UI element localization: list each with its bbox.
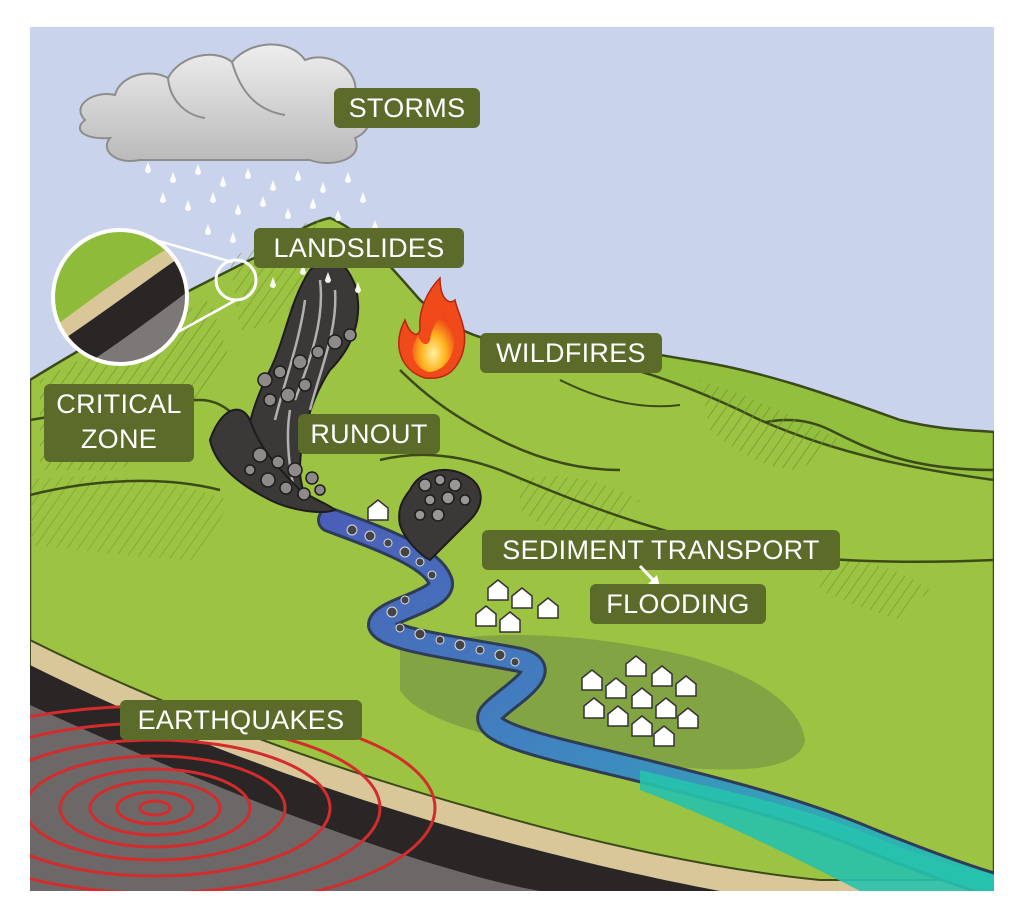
label-wildfires: WILDFIRES: [480, 333, 662, 373]
label-critical-zone-line1: CRITICAL: [56, 389, 181, 419]
ridge-line-5: [559, 379, 681, 408]
label-flooding-text: FLOODING: [606, 589, 749, 619]
ridge-line-4: [379, 453, 994, 564]
hatch-lower-left: [30, 476, 230, 560]
label-critical-zone-line2: ZONE: [81, 424, 157, 454]
label-earthquakes: EARTHQUAKES: [120, 700, 362, 740]
river-lower-wide: [640, 770, 994, 891]
storm-cloud: [78, 43, 371, 164]
hatch-mid: [520, 476, 640, 540]
ridge-line-2: [30, 479, 221, 497]
critical-zone-magnified: [53, 230, 187, 364]
river-sediment: [346, 524, 520, 667]
label-storms: STORMS: [334, 88, 480, 128]
label-runout: RUNOUT: [298, 414, 440, 454]
deep-rock-layer: [30, 705, 540, 891]
zoom-target-circle: [214, 258, 258, 302]
label-landslides-text: LANDSLIDES: [273, 233, 444, 263]
runout-debris: [244, 328, 357, 501]
label-storms-text: STORMS: [349, 93, 466, 123]
ridge-line-3: [399, 369, 621, 472]
hatch-right: [700, 380, 840, 470]
zoom-circle-border: [51, 228, 189, 366]
label-sediment-transport: SEDIMENT TRANSPORT: [482, 530, 840, 570]
landslide-streaks: [273, 279, 337, 496]
houses-floodplain: [581, 655, 699, 747]
label-earthquakes-text: EARTHQUAKES: [138, 705, 345, 735]
houses-middle: [475, 579, 559, 633]
label-runout-text: RUNOUT: [310, 419, 427, 449]
houses-upper: [367, 499, 389, 521]
debris-flow-2-boulders: [414, 474, 471, 522]
label-landslides: LANDSLIDES: [254, 228, 464, 268]
label-flooding: FLOODING: [590, 584, 766, 624]
wildfire-flame: [398, 276, 466, 380]
label-wildfires-text: WILDFIRES: [496, 338, 646, 368]
hatch-lower-right: [820, 559, 930, 620]
label-sediment-transport-text: SEDIMENT TRANSPORT: [502, 535, 819, 565]
label-critical-zone: CRITICAL ZONE: [44, 384, 194, 462]
